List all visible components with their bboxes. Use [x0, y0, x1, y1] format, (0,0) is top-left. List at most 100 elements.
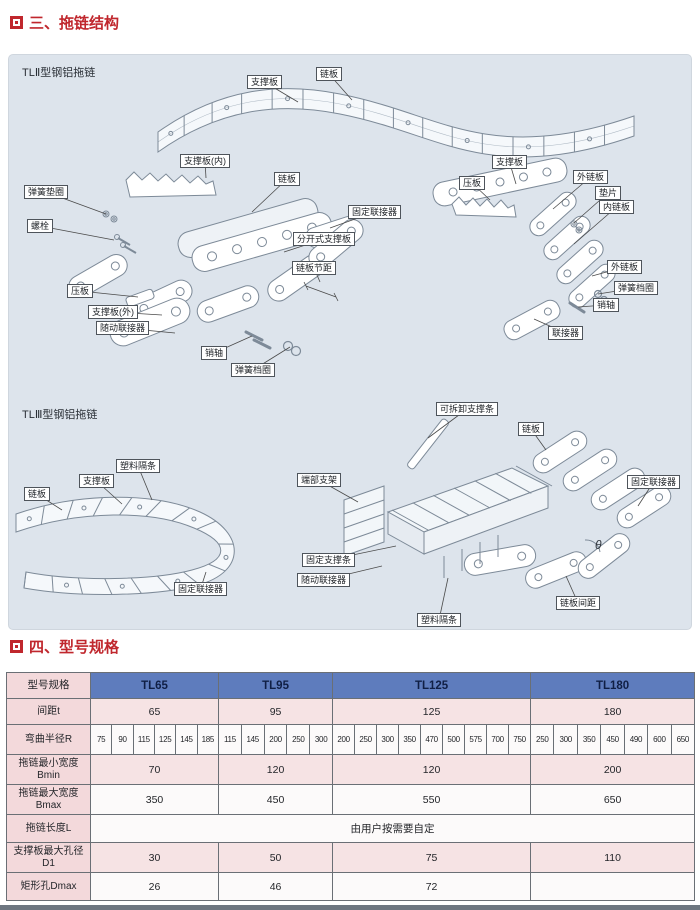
part-label-end-bracket: 端部支架	[297, 473, 342, 488]
bend-radius-cell: 490	[623, 724, 649, 755]
model-header-TL180: TL180	[530, 672, 696, 699]
bend-radius-cell: 250	[530, 724, 555, 755]
row-label: 间距t	[6, 698, 91, 725]
part-label-support-plate-outer: 支撑板(外)	[88, 305, 138, 320]
part-label-pin-shaft: 销轴	[201, 346, 228, 361]
part-label-outer-chain-plate: 外链板	[607, 260, 643, 275]
model-header-TL95: TL95	[218, 672, 334, 699]
value-cell: 72	[332, 872, 532, 901]
value-cell: 650	[530, 784, 696, 815]
part-label-chain-plate: 链板	[316, 67, 343, 82]
table-corner-label: 型号规格	[6, 672, 91, 699]
bend-radius-cell: 75	[89, 724, 113, 755]
value-cell: 550	[332, 784, 532, 815]
part-label-spring-retainer-ring: 弹簧档圈	[231, 363, 276, 378]
bend-radius-cell: 600	[647, 724, 672, 755]
value-cell: 70	[89, 754, 220, 785]
value-cell: 180	[530, 698, 696, 725]
theta-annotation: θ	[595, 538, 602, 552]
page-bottom-edge	[0, 905, 700, 910]
part-label-outer-chain-plate: 外链板	[573, 170, 609, 185]
row-label: 拖链长度L	[6, 814, 91, 843]
bend-radius-cell: 200	[263, 724, 288, 755]
part-label-plastic-separator: 塑料隔条	[417, 613, 462, 628]
section-4-title: 四、型号规格	[29, 639, 120, 656]
part-label-bolt: 螺栓	[27, 219, 54, 234]
bend-radius-cell: 470	[420, 724, 444, 755]
bend-radius-cell: 575	[464, 724, 488, 755]
part-label-press-plate: 压板	[459, 176, 486, 191]
part-label-chain-plate: 链板	[24, 487, 51, 502]
bend-radius-cell: 115	[132, 724, 155, 755]
part-label-removable-support-bar: 可拆卸支撑条	[436, 402, 499, 417]
section-3-header: 三、拖链结构	[10, 12, 119, 33]
part-label-support-plate: 支撑板	[79, 474, 115, 489]
value-cell: 26	[89, 872, 220, 901]
part-label-fixed-support-bar: 固定支撑条	[302, 553, 356, 568]
part-label-support-plate-inner: 支撑板(内)	[180, 154, 230, 169]
bend-radius-cell: 350	[398, 724, 422, 755]
part-label-support-plate: 支撑板	[247, 75, 283, 90]
part-label-fixed-connector: 固定联接器	[348, 205, 402, 220]
part-label-chain-plate: 链板	[274, 172, 301, 187]
value-cell: 75	[332, 842, 532, 873]
section-ornament-icon	[10, 16, 23, 29]
part-label-pin-shaft: 销轴	[593, 298, 620, 313]
part-label-chain-plate-spacing: 链板间距	[556, 596, 601, 611]
part-label-follower-connector: 随动联接器	[297, 573, 351, 588]
bend-radius-cell: 750	[508, 724, 532, 755]
model-header-TL65: TL65	[89, 672, 220, 699]
value-cell: 95	[218, 698, 334, 725]
part-label-spring-washer: 弹簧垫圈	[24, 185, 69, 200]
section-3-title: 三、拖链结构	[29, 15, 120, 32]
row-label: 弯曲半径R	[6, 724, 91, 755]
tl2-series-label: TLⅡ型钢铝拖链	[22, 67, 96, 79]
value-cell: 450	[218, 784, 334, 815]
part-label-chain-plate: 链板	[518, 422, 545, 437]
value-cell: 125	[332, 698, 532, 725]
bend-radius-cell: 300	[553, 724, 578, 755]
row-label: 矩形孔Dmax	[6, 872, 91, 901]
model-header-TL125: TL125	[332, 672, 532, 699]
part-label-fixed-connector: 固定联接器	[627, 475, 681, 490]
bend-radius-cell: 650	[670, 724, 696, 755]
bend-radius-cell: 115	[218, 724, 242, 755]
part-label-plastic-separator: 塑料隔条	[116, 459, 161, 474]
bend-radius-cell: 700	[486, 724, 510, 755]
section-4-header: 四、型号规格	[10, 636, 119, 657]
bend-radius-cell: 250	[354, 724, 378, 755]
bend-radius-cell: 185	[196, 724, 220, 755]
part-label-inner-chain-plate: 内链板	[599, 200, 635, 215]
part-label-chain-pitch: 链板节距	[292, 261, 337, 276]
bend-radius-cell: 145	[240, 724, 265, 755]
bend-radius-cell: 350	[576, 724, 602, 755]
value-cell: 120	[332, 754, 532, 785]
bend-radius-cell: 450	[600, 724, 625, 755]
value-cell	[530, 872, 696, 901]
part-label-spring-retainer-ring: 弹簧档圈	[614, 281, 659, 296]
part-label-follower-connector: 随动联接器	[96, 321, 150, 336]
section-ornament-icon	[10, 640, 23, 653]
bend-radius-cell: 125	[153, 724, 177, 755]
bend-radius-cell: 90	[111, 724, 134, 755]
part-label-connector: 联接器	[548, 326, 584, 341]
span-value-cell: 由用户按需要自定	[89, 814, 696, 843]
value-cell: 50	[218, 842, 334, 873]
value-cell: 30	[89, 842, 220, 873]
value-cell: 65	[89, 698, 220, 725]
row-label: 支撑板最大孔径D1	[6, 842, 91, 873]
bend-radius-cell: 300	[309, 724, 334, 755]
value-cell: 110	[530, 842, 696, 873]
bend-radius-cell: 500	[442, 724, 466, 755]
part-label-fixed-connector: 固定联接器	[174, 582, 228, 597]
value-cell: 46	[218, 872, 334, 901]
bend-radius-cell: 300	[376, 724, 400, 755]
